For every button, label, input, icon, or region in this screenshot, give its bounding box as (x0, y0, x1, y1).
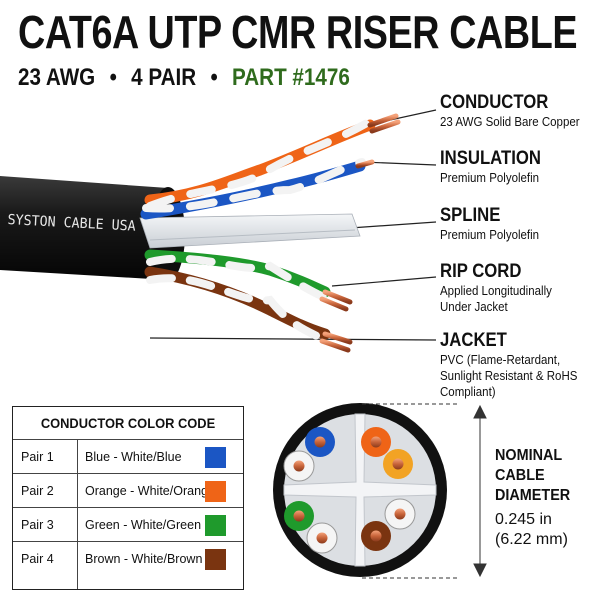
label-heading: SPLINE (440, 205, 501, 226)
diameter-value-mm: (6.22 mm) (495, 531, 568, 548)
pair-label: Pair 2 (13, 474, 78, 507)
label-sub: Sunlight Resistant & RoHS (440, 369, 578, 383)
diameter-heading: NOMINAL (495, 447, 563, 464)
pair-label: Pair 1 (13, 440, 78, 473)
pair-description: Green - White/Green (85, 518, 202, 532)
orange-pair (144, 113, 401, 210)
label-heading: JACKET (440, 330, 507, 351)
green-pair (144, 249, 353, 312)
pair-description: Brown - White/Brown (85, 552, 203, 566)
label-heading: RIP CORD (440, 261, 522, 282)
spec-line: 23 AWG • 4 PAIR • PART #1476 (18, 62, 350, 94)
diameter-heading: DIAMETER (495, 487, 571, 504)
label-heading: INSULATION (440, 148, 541, 169)
label-conductor: CONDUCTOR 23 AWG Solid Bare Copper (440, 92, 592, 130)
page-title: CAT6A UTP CMR RISER CABLE (18, 6, 578, 58)
table-row: Pair 4 Brown - White/Brown (13, 541, 243, 589)
label-spline: SPLINE Premium Polyolefin (440, 205, 548, 243)
label-insulation: INSULATION Premium Polyolefin (440, 148, 555, 186)
spec-pair: 4 PAIR (131, 64, 197, 91)
label-sub: Compliant) (440, 385, 496, 399)
table-row: Pair 2 Orange - White/Orange (13, 473, 243, 507)
pair-label: Pair 4 (13, 542, 78, 589)
spline (139, 213, 361, 249)
label-sub: Under Jacket (440, 300, 508, 314)
label-jacket: JACKET PVC (Flame-Retardant, Sunlight Re… (440, 330, 589, 400)
label-sub: Premium Polyolefin (440, 171, 540, 185)
label-heading: CONDUCTOR (440, 92, 549, 113)
pair-description: Orange - White/Orange (85, 484, 215, 498)
bullet: • (210, 64, 218, 91)
diameter-heading: CABLE (495, 467, 545, 484)
label-sub: PVC (Flame-Retardant, (440, 353, 561, 367)
color-swatch (205, 549, 226, 570)
pair-label: Pair 3 (13, 508, 78, 541)
label-sub: Applied Longitudinally (440, 284, 552, 298)
nominal-diameter: NOMINAL CABLE DIAMETER 0.245 in (6.22 mm… (495, 446, 579, 550)
label-sub: Premium Polyolefin (440, 228, 540, 242)
spec-awg: 23 AWG (18, 64, 96, 91)
label-sub: 23 AWG Solid Bare Copper (440, 115, 580, 129)
part-number: PART #1476 (232, 64, 350, 91)
cable-cross-section (273, 403, 447, 577)
pair-description: Blue - White/Blue (85, 450, 182, 464)
diameter-value-in: 0.245 in (495, 511, 552, 528)
color-code-title: CONDUCTOR COLOR CODE (40, 415, 216, 431)
table-row: Pair 1 Blue - White/Blue (13, 439, 243, 473)
color-code-table: CONDUCTOR COLOR CODE Pair 1 Blue - White… (12, 406, 244, 590)
diameter-dimension (362, 403, 487, 579)
label-rip-cord: RIP CORD Applied Longitudinally Under Ja… (440, 261, 562, 315)
color-swatch (205, 447, 226, 468)
table-row: Pair 3 Green - White/Green (13, 507, 243, 541)
color-swatch (205, 515, 226, 536)
brown-pair (144, 266, 353, 353)
blue-pair (140, 158, 375, 220)
bullet: • (109, 64, 117, 91)
color-swatch (205, 481, 226, 502)
